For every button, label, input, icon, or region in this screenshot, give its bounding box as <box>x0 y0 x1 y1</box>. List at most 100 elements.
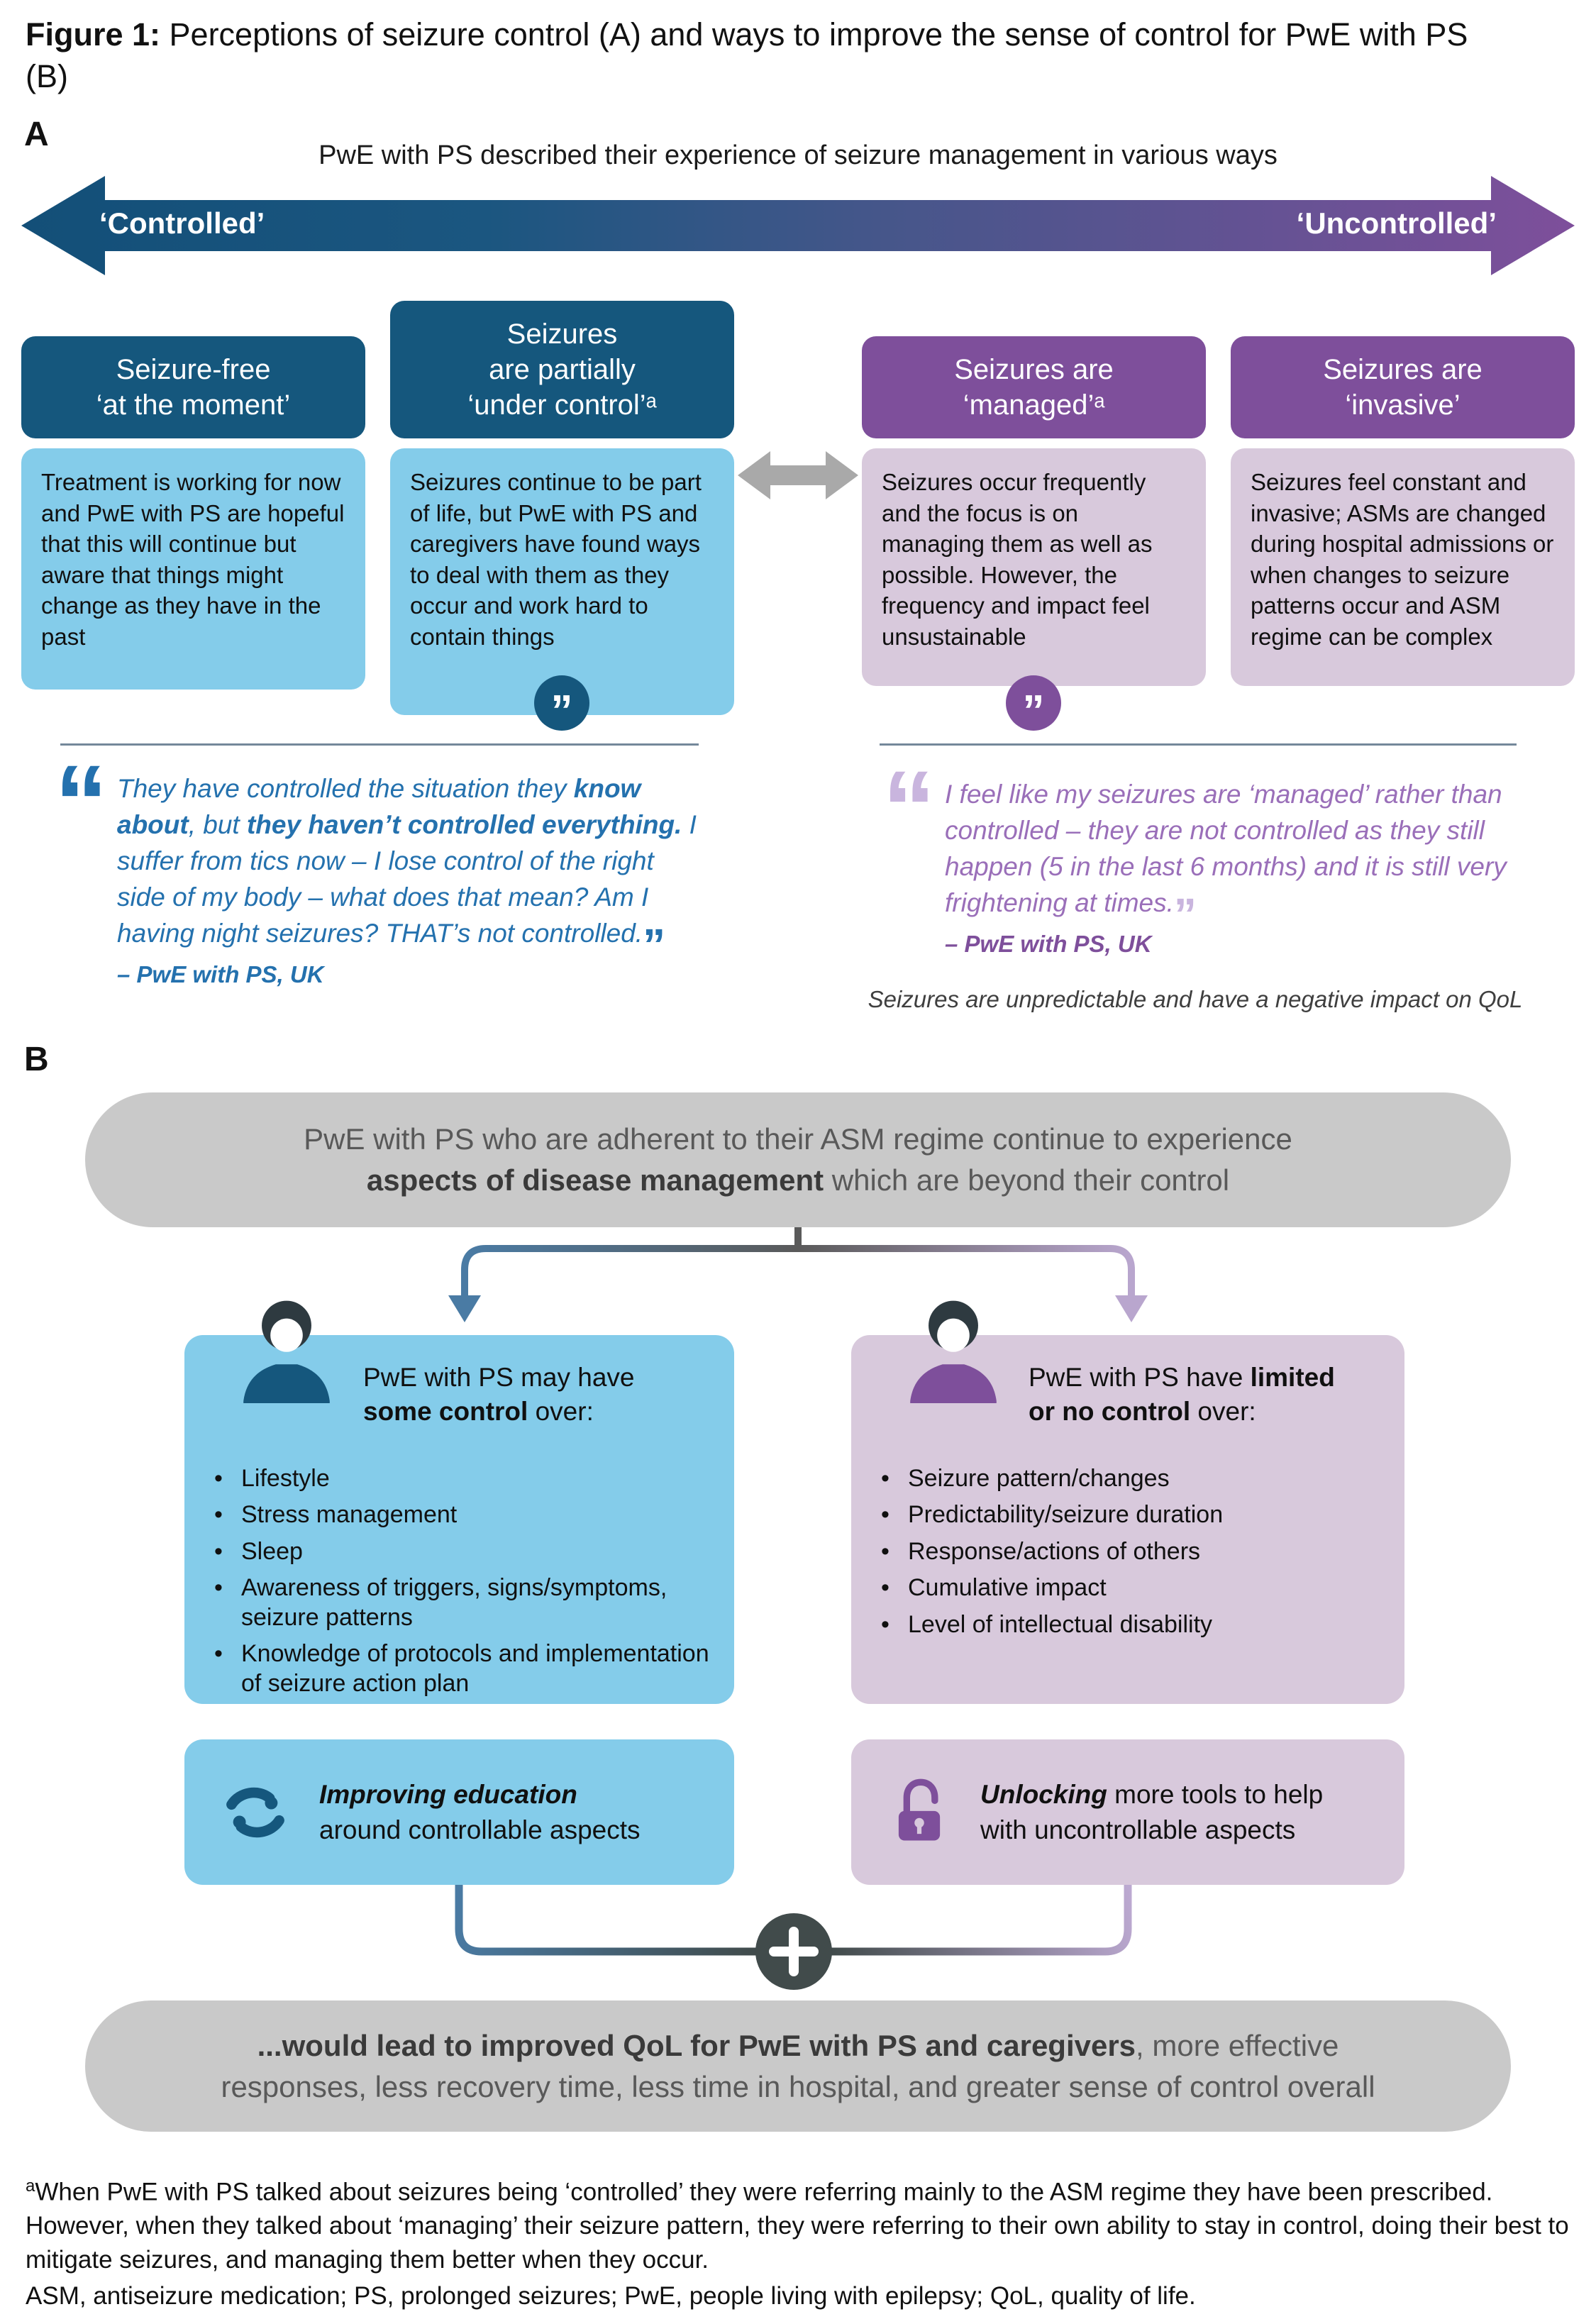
bullet-icon: • <box>881 1537 890 1565</box>
bullet-text: Level of intellectual disability <box>908 1610 1213 1638</box>
split-flow-connector <box>448 1227 1148 1322</box>
unlock-text-rest: with uncontrollable aspects <box>980 1815 1296 1844</box>
education-text: Improving education around controllable … <box>319 1777 641 1848</box>
unlock-box: Unlocking more tools to help with uncont… <box>851 1739 1404 1885</box>
bullet-icon: • <box>214 1640 223 1668</box>
quote-bubble-icon: ” <box>534 675 589 736</box>
banner-line2-rest: which are beyond their control <box>824 1163 1230 1197</box>
unlock-icon <box>898 1778 941 1841</box>
open-quote-icon: “ <box>55 743 108 862</box>
bullet-item: •Lifestyle <box>214 1464 716 1493</box>
quote-text: I suffer from tics now – I lose control … <box>117 810 697 948</box>
quote-bubble-icon: ” <box>1006 675 1061 736</box>
bullet-text: Seizure pattern/changes <box>908 1465 1170 1492</box>
bullet-text: Predictability/seizure duration <box>908 1501 1224 1529</box>
bullet-item: • Knowledge of protocols and implementati… <box>214 1639 716 1698</box>
bullet-item: • Stress management <box>214 1500 716 1529</box>
unlock-text-bold: Unlocking <box>980 1779 1107 1809</box>
title-text: PwE with PS may have <box>363 1363 635 1392</box>
category-header: Seizures are ‘invasive’ <box>1231 336 1575 438</box>
category-box-invasive: Seizures are ‘invasive’ Seizures feel co… <box>1231 282 1575 686</box>
abbreviations: ASM, antiseizure medication; PS, prolong… <box>26 2282 1196 2310</box>
bullet-item: •Sleep <box>214 1537 716 1566</box>
spectrum-gradient-arrow <box>21 176 1575 275</box>
category-header: Seizures are ‘managed’ᵃ <box>862 336 1206 438</box>
arrow-down-left-icon <box>448 1295 481 1322</box>
bullet-item: • Cumulative impact <box>881 1573 1386 1603</box>
bullet-icon: • <box>214 1574 223 1602</box>
category-body: Treatment is working for now and PwE wit… <box>21 448 365 690</box>
outcome-line1-rest: , more effective <box>1136 2028 1339 2062</box>
quote-attribution: – PwE with PS, UK <box>945 931 1152 958</box>
quote-attribution: – PwE with PS, UK <box>117 961 324 988</box>
category-body: Seizures continue to be part of life, bu… <box>390 448 734 715</box>
bullet-text: Response/actions of others <box>908 1537 1201 1565</box>
education-text-rest: around controllable aspects <box>319 1815 641 1844</box>
unlock-text: Unlocking more tools to help with uncont… <box>980 1777 1378 1848</box>
banner-line1: PwE with PS who are adherent to their AS… <box>304 1122 1292 1156</box>
title-bold: or no control <box>1029 1397 1191 1427</box>
title-text: PwE with PS have <box>1029 1363 1251 1392</box>
title-text: over: <box>1190 1397 1256 1427</box>
quote-caption: Seizures are unpredictable and have a ne… <box>868 986 1523 1012</box>
bullet-text: Stress management <box>241 1501 458 1529</box>
outcome-banner: ...would lead to improved QoL for PwE wi… <box>85 2000 1511 2132</box>
bullet-icon: • <box>881 1501 890 1529</box>
education-text-bold: Improving education <box>319 1779 577 1809</box>
footnote-note: aWhen PwE with PS talked about seizures … <box>26 2175 1572 2276</box>
some-control-bullets: •Lifestyle •Stress management •Sleep •Aw… <box>214 1464 716 1705</box>
quote-glyph: ” <box>1022 687 1045 736</box>
bullet-text: Knowledge of protocols and implementatio… <box>241 1640 709 1697</box>
bullet-item: • Seizure pattern/changes <box>881 1464 1386 1493</box>
figure-title-number: Figure 1: <box>26 16 161 52</box>
no-control-title: PwE with PS have limited or no control o… <box>1029 1361 1394 1429</box>
spectrum-label-uncontrolled: ‘Uncontrolled’ <box>1296 206 1497 240</box>
education-box: Improving education around controllable … <box>184 1739 734 1885</box>
category-header: Seizures are partially ‘under control’ᵃ <box>390 301 734 438</box>
spectrum-label-controlled: ‘Controlled’ <box>99 206 265 240</box>
figure-title: Figure 1: Perceptions of seizure control… <box>26 14 1487 97</box>
bullet-item: •Level of intellectual disability <box>881 1610 1386 1639</box>
outcome-line1-bold: ...would lead to improved QoL for PwE wi… <box>257 2028 1136 2062</box>
bullet-item: • Response/actions of others <box>881 1537 1386 1566</box>
person-icon <box>910 1300 997 1403</box>
spectrum-caption: PwE with PS described their experience o… <box>318 140 1278 170</box>
category-body: Seizures feel constant and invasive; ASM… <box>1231 448 1575 686</box>
category-box-seizure-free: Seizure-free ‘at the moment’ Treatment i… <box>21 282 365 690</box>
outcome-line1: ...would lead to improved QoL for PwE wi… <box>257 2025 1339 2066</box>
bullet-text: Awareness of triggers, signs/symptoms, s… <box>241 1574 667 1631</box>
quote-text: , but <box>188 810 247 840</box>
category-box-managed: Seizures are ‘managed’ᵃ Seizures occur f… <box>862 282 1206 686</box>
unlock-text-rest: more tools to help <box>1107 1779 1324 1809</box>
bullet-item: • Awareness of triggers, signs/symptoms, … <box>214 1573 716 1632</box>
bullet-icon: • <box>881 1574 890 1602</box>
title-bold: some control <box>363 1397 528 1427</box>
category-body: Seizures occur frequently and the focus … <box>862 448 1206 686</box>
quote-glyph: ” <box>550 687 573 736</box>
person-icon <box>243 1300 330 1403</box>
footnote-superscript: a <box>26 2176 35 2196</box>
some-control-title: PwE with PS may have some control over: <box>363 1361 721 1429</box>
quote-text-bold: they haven’t controlled everything. <box>246 810 682 840</box>
patient-quote-right: “ I feel like my seizures are ‘managed’ … <box>882 755 1518 961</box>
category-header: Seizure-free ‘at the moment’ <box>21 336 365 438</box>
bullet-icon: • <box>881 1465 890 1492</box>
open-quote-icon: “ <box>882 748 936 868</box>
merge-connector <box>455 1885 1132 1990</box>
patient-quote-left: “ They have controlled the situation the… <box>55 749 702 991</box>
title-bold: limited <box>1250 1363 1335 1392</box>
title-text: over: <box>528 1397 594 1427</box>
adherence-banner: PwE with PS who are adherent to their AS… <box>85 1092 1511 1227</box>
education-hands-icon <box>226 1787 284 1837</box>
bullet-text: Lifestyle <box>241 1465 330 1492</box>
divider-line-left <box>60 743 699 746</box>
quote-text-bold: know about <box>117 774 641 840</box>
category-box-partially-controlled: Seizures are partially ‘under control’ᵃ … <box>390 282 734 715</box>
quote-text: I feel like my seizures are ‘managed’ ra… <box>945 780 1507 918</box>
bullet-text: Cumulative impact <box>908 1574 1107 1602</box>
bullet-icon: • <box>214 1501 223 1529</box>
arrow-down-right-icon <box>1115 1295 1148 1322</box>
category-columns: Seizure-free ‘at the moment’ Treatment i… <box>21 282 1575 793</box>
banner-line2-bold: aspects of disease management <box>366 1163 824 1197</box>
